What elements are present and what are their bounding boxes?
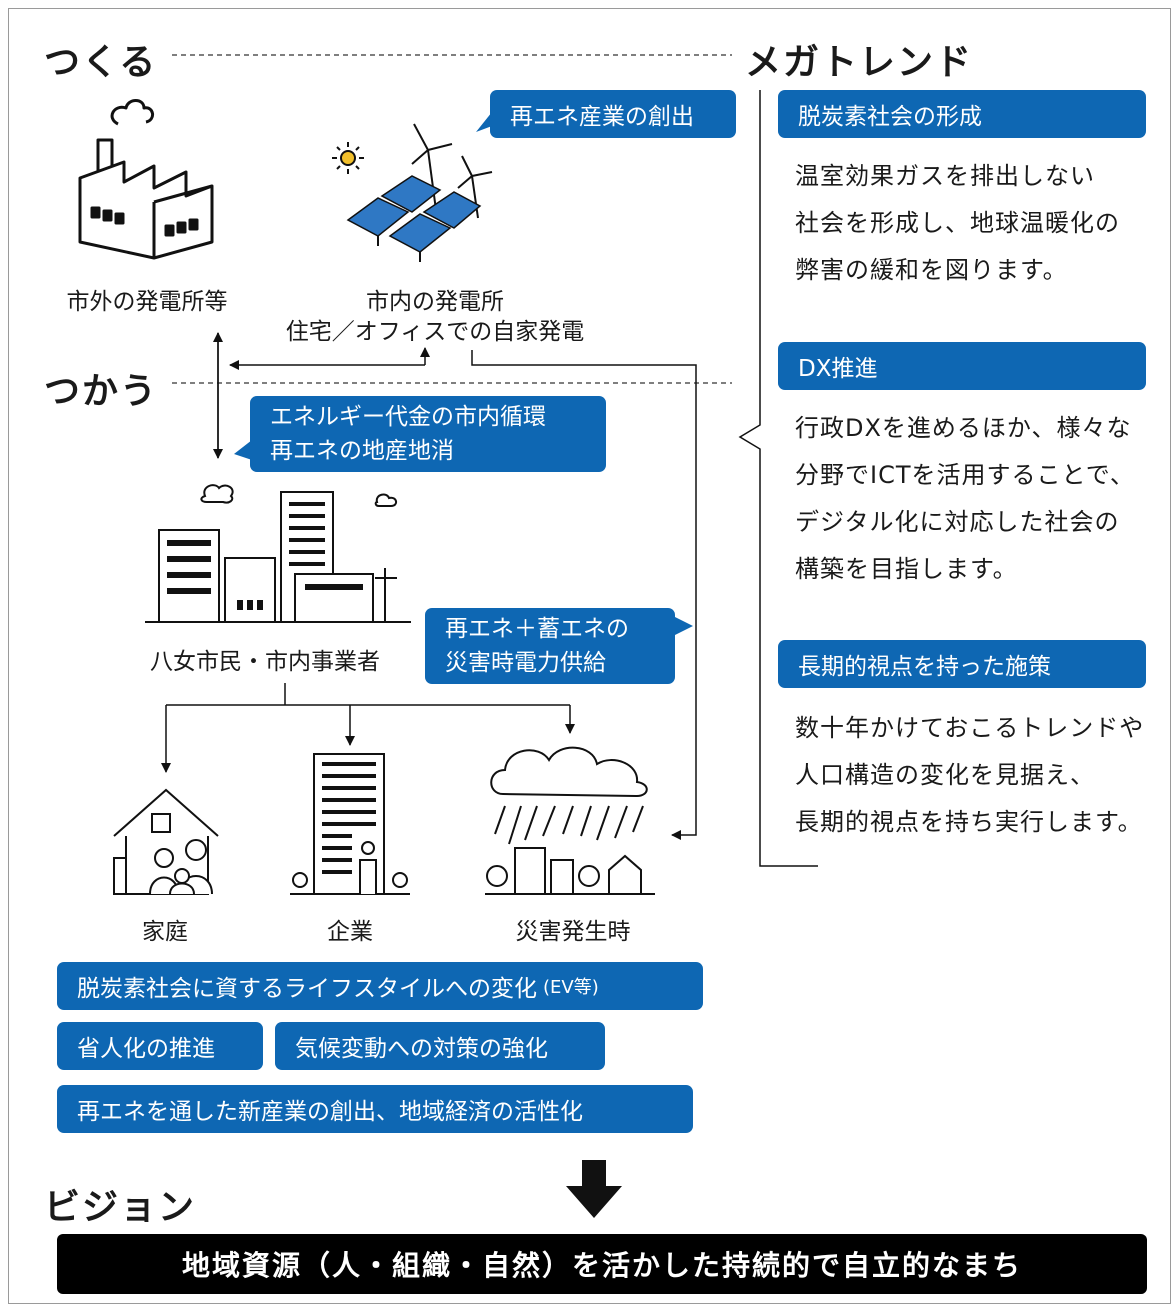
callout-storage-line-1: 再エネ＋蓄エネの: [445, 616, 629, 642]
megatrend-dx-title: DX推進: [778, 342, 1146, 390]
citizens-label: 八女市民・市内事業者: [150, 649, 380, 675]
callout-storage-line-2: 災害時電力供給: [445, 650, 606, 676]
city-plant-label: 市内の発電所: [366, 289, 504, 315]
family-house-icon: [113, 788, 219, 895]
megatrend-3-line: 人口構造の変化を見据え、: [795, 761, 1095, 789]
megatrend-2-line: 行政DXを進めるほか、様々な: [795, 414, 1132, 442]
outcome-lifestyle-change: 脱炭素社会に資するライフスタイルへの変化 (EV等): [57, 962, 703, 1010]
heading-vision: ビジョン: [44, 1187, 197, 1228]
down-arrow-icon: [566, 1160, 622, 1218]
megatrend-1-line: 弊害の緩和を図ります。: [795, 256, 1068, 284]
outcome-industry-text: 再エネを通した新産業の創出、地域経済の活性化: [77, 1099, 583, 1125]
outcome-climate-text: 気候変動への対策の強化: [295, 1036, 548, 1062]
solar-wind-icon: [332, 123, 493, 262]
megatrend-2-line: 分野でICTを活用することで、: [795, 461, 1135, 489]
heading-tsukuru: つくる: [44, 42, 158, 83]
megatrend-long-term-title: 長期的視点を持った施策: [778, 640, 1146, 688]
callout-tail: [476, 112, 492, 132]
city-buildings-icon: [145, 484, 411, 623]
heading-megatrend: メガトレンド: [745, 42, 974, 83]
outcome-climate-measures: 気候変動への対策の強化: [275, 1022, 605, 1070]
megatrend-3-line: 数十年かけておこるトレンドや: [795, 714, 1145, 742]
callout-circulation-line-2: 再エネの地産地消: [270, 438, 454, 464]
company-label: 企業: [327, 919, 373, 945]
disaster-label: 災害発生時: [515, 919, 631, 945]
office-tower-icon: [290, 753, 410, 895]
callout-disaster-power: 再エネ＋蓄エネの 災害時電力供給: [425, 608, 675, 684]
outcome-labor-saving: 省人化の推進: [57, 1022, 263, 1070]
vision-statement: 地域資源（人・組織・自然）を活かした持続的で自立的なまち: [57, 1234, 1147, 1294]
vision-statement-text: 地域資源（人・組織・自然）を活かした持続的で自立的なまち: [181, 1249, 1022, 1282]
megatrend-1-line: 社会を形成し、地球温暖化の: [795, 209, 1120, 237]
megatrend-2-line: デジタル化に対応した社会の: [795, 508, 1120, 536]
megatrend-decarbonization-title: 脱炭素社会の形成: [778, 90, 1146, 138]
callout-renewable-industry: 再エネ産業の創出: [490, 90, 736, 138]
callout-energy-circulation: エネルギー代金の市内循環 再エネの地産地消: [250, 396, 606, 472]
callout-circulation-line-1: エネルギー代金の市内循環: [270, 404, 546, 430]
home-label: 家庭: [142, 919, 188, 945]
outcome-lifestyle-text: 脱炭素社会に資するライフスタイルへの変化: [77, 976, 537, 1002]
callout-renewable-industry-text: 再エネ産業の創出: [510, 104, 694, 130]
megatrend-1-line: 温室効果ガスを排出しない: [795, 162, 1095, 190]
outcome-lifestyle-note: (EV等): [543, 977, 599, 998]
megatrend-2-title-text: DX推進: [798, 356, 878, 382]
callout-tail: [673, 616, 693, 636]
diagram-frame: [8, 8, 1171, 1304]
outside-plant-label: 市外の発電所等: [66, 289, 228, 315]
megatrend-1-title-text: 脱炭素社会の形成: [798, 104, 982, 130]
factory-icon: [78, 99, 214, 260]
outcome-labor-saving-text: 省人化の推進: [77, 1036, 215, 1062]
heading-tsukau: つかう: [44, 371, 159, 412]
megatrend-2-line: 構築を目指します。: [795, 555, 1018, 583]
outcome-new-industry: 再エネを通した新産業の創出、地域経済の活性化: [57, 1085, 693, 1133]
megatrend-3-line: 長期的視点を持ち実行します。: [795, 808, 1143, 836]
megatrend-3-title-text: 長期的視点を持った施策: [798, 654, 1051, 680]
storm-icon: [485, 746, 655, 895]
callout-tail: [234, 440, 252, 460]
self-generation-label: 住宅／オフィスでの自家発電: [285, 319, 585, 345]
